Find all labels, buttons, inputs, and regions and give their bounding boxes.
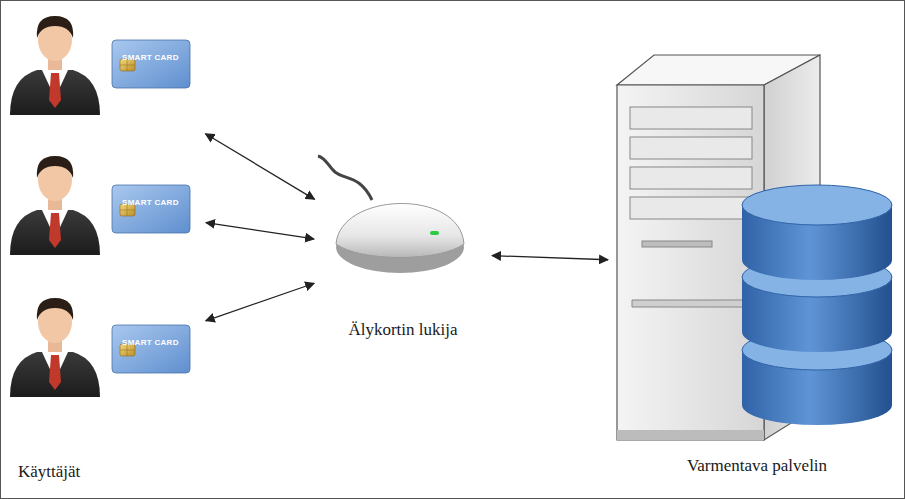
card-text: SMART CARD — [122, 198, 179, 207]
user-with-card: SMART CARD — [12, 12, 202, 137]
card-text: SMART CARD — [122, 338, 179, 347]
user-figures — [10, 16, 100, 397]
connector-arrow — [206, 223, 314, 239]
user-with-card: SMART CARD — [12, 300, 202, 410]
user-with-card: SMART CARD — [12, 155, 202, 260]
server-node: Varmentava palvelin — [612, 45, 902, 485]
node-caption: Varmentava palvelin — [687, 456, 827, 476]
connector-arrow — [205, 134, 314, 200]
node-caption: Älykortin lukija — [348, 320, 457, 340]
connector-arrow — [206, 283, 314, 321]
server-illustration — [617, 55, 892, 440]
card-reader — [318, 156, 464, 273]
smart-cards — [112, 40, 190, 373]
card-reader-node: Älykortin lukija — [318, 160, 488, 345]
connector-arrow — [492, 256, 608, 260]
group-label: Käyttäjät — [18, 462, 80, 482]
card-text: SMART CARD — [122, 53, 179, 62]
